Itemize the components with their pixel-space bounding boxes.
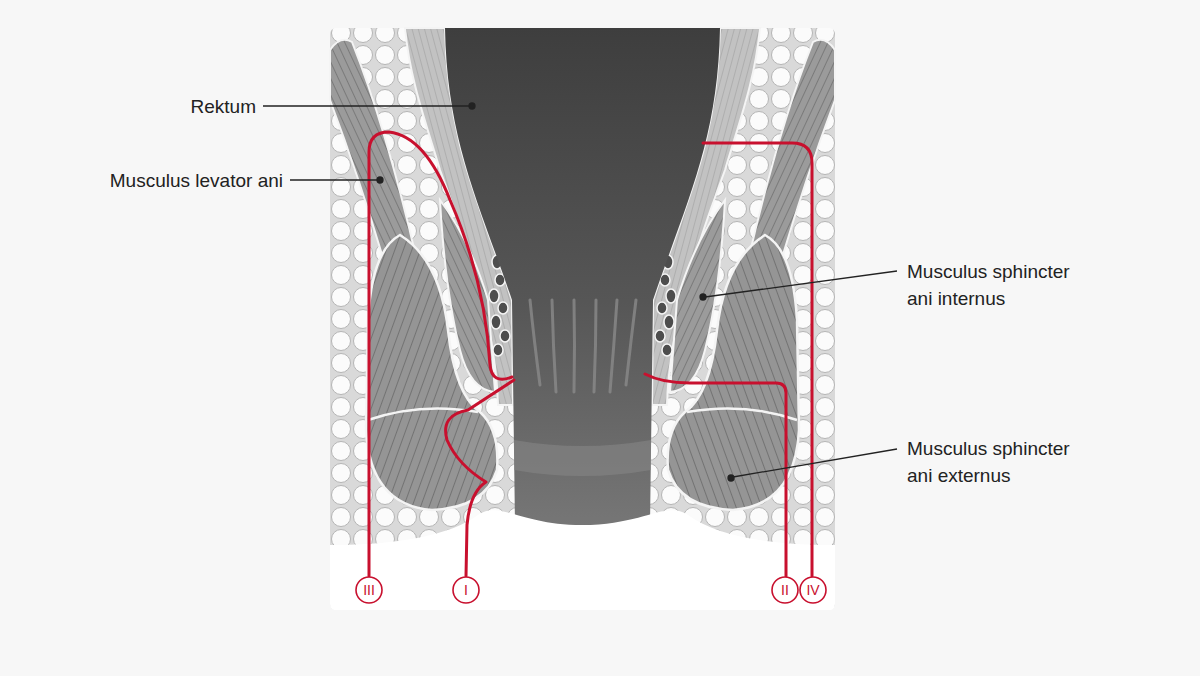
- callout-circle: II: [771, 576, 799, 604]
- leader-line: [290, 179, 378, 180]
- fistula-tract: [645, 374, 786, 576]
- anal-canal-band: [514, 440, 651, 476]
- illustration-ground: [330, 28, 835, 610]
- callout-circle: I: [452, 576, 480, 604]
- circle-shape: [453, 577, 479, 603]
- rectum-lumen: [445, 28, 720, 525]
- leader-line: [733, 449, 897, 477]
- callout-number: IV: [806, 583, 819, 597]
- callout-number: II: [781, 583, 789, 597]
- leader-dot: [377, 177, 383, 183]
- part-label: Musculus levator ani: [110, 167, 283, 194]
- part-label: Musculus sphincter ani internus: [907, 258, 1085, 312]
- callout-circle: IV: [799, 576, 827, 604]
- part-label: Rektum: [191, 93, 256, 120]
- anal-columns: [530, 300, 636, 392]
- fistula-tract: [703, 143, 812, 576]
- fistula-tract: [369, 132, 512, 576]
- leader-dot: [700, 294, 706, 300]
- leader-line: [705, 271, 897, 297]
- leader-dot: [469, 103, 475, 109]
- callout-number: I: [464, 583, 468, 597]
- callout-number: III: [363, 583, 375, 597]
- perineum-skin: [330, 510, 835, 610]
- leader-line: [263, 105, 470, 106]
- fistula-tract: [446, 380, 514, 576]
- leader-dot: [728, 475, 734, 481]
- circle-shape: [800, 577, 826, 603]
- part-label: Musculus sphincter ani externus: [907, 435, 1085, 489]
- callout-circle: III: [355, 576, 383, 604]
- fistula-tracts: [369, 132, 812, 576]
- circle-shape: [772, 577, 798, 603]
- leader-lines: [263, 103, 897, 481]
- circle-shape: [356, 577, 382, 603]
